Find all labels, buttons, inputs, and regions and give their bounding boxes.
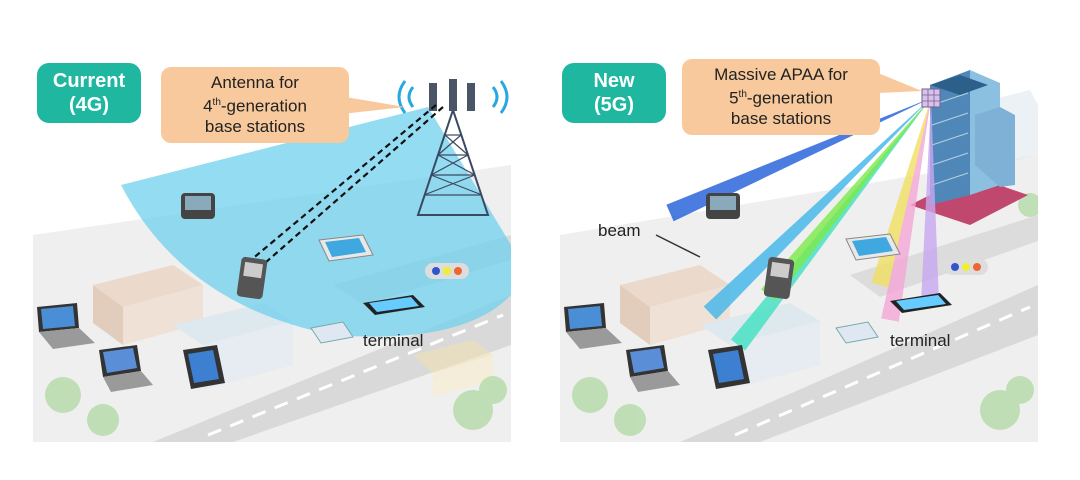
beam [881,98,931,322]
smartphone-device [363,295,425,315]
road-markings [207,313,504,437]
beam [921,98,939,304]
callout-suffix: th [738,89,747,100]
traffic-light [425,263,469,279]
callout-suffix: th [212,97,221,108]
tag-title: New [593,70,635,92]
buildings [93,265,493,397]
radio-wave-icon [397,80,509,114]
antenna-callout: Antenna for 4th-generation base stations [161,67,349,143]
pda-device [181,193,215,219]
callout-pointer [878,73,922,93]
terminal-label: terminal [890,331,951,350]
phone-device [763,256,795,300]
callout-line2-rest: -generation [746,88,833,108]
apaa-grid [922,89,940,107]
tablet-device [845,233,901,261]
pda-device [706,193,740,219]
tablet-device [318,234,374,262]
smartphone-device [890,293,952,313]
tag-subtitle: (5G) [594,94,634,116]
laptop-device [37,303,95,349]
callout-line1: Antenna for [211,73,299,92]
new-5g-panel: New (5G) Massive APAA for 5th-generation… [560,45,1038,442]
apaa-antenna [921,88,941,108]
callout-line2: 5th-generation [692,85,870,109]
laptop-device [564,303,622,349]
current-city-scene [33,79,511,442]
beam-pointer [655,234,701,258]
connection-lines [250,104,444,264]
tablet-device [183,345,225,389]
callout-line3: base stations [204,116,306,136]
callout-pointer [333,95,405,115]
callout-line1: Massive APAA for [714,65,848,84]
generation-tag: New (5G) [562,63,666,123]
current-4g-panel: Current (4G) Antenna for 4th-generation … [33,45,511,442]
tablet-device [708,345,750,389]
base-station-tower [416,79,490,216]
beam [761,98,931,301]
traffic-light [944,259,988,275]
road-markings [734,305,1031,437]
beam-label: beam [598,221,641,240]
callout-line2-rest: -generation [220,96,307,116]
callout-ordinal: 4 [203,96,213,116]
phone-device [236,256,268,300]
trees [572,193,1038,436]
tag-title: Current [52,70,126,92]
callout-ordinal: 5 [729,88,739,108]
trees [45,376,507,436]
callout-line2: 4th-generation [171,93,339,117]
tag-subtitle: (4G) [69,94,109,116]
apaa-callout: Massive APAA for 5th-generation base sta… [682,59,880,135]
laptop-device [626,345,680,392]
terminal-label: terminal [363,331,424,350]
beam [703,98,931,320]
road [680,285,1038,442]
generation-tag: Current (4G) [37,63,141,123]
callout-line3: base stations [730,108,832,128]
pen-tablet-device [835,321,879,344]
coverage-area [121,107,511,337]
pen-tablet-device [310,321,354,344]
laptop-device [99,345,153,392]
